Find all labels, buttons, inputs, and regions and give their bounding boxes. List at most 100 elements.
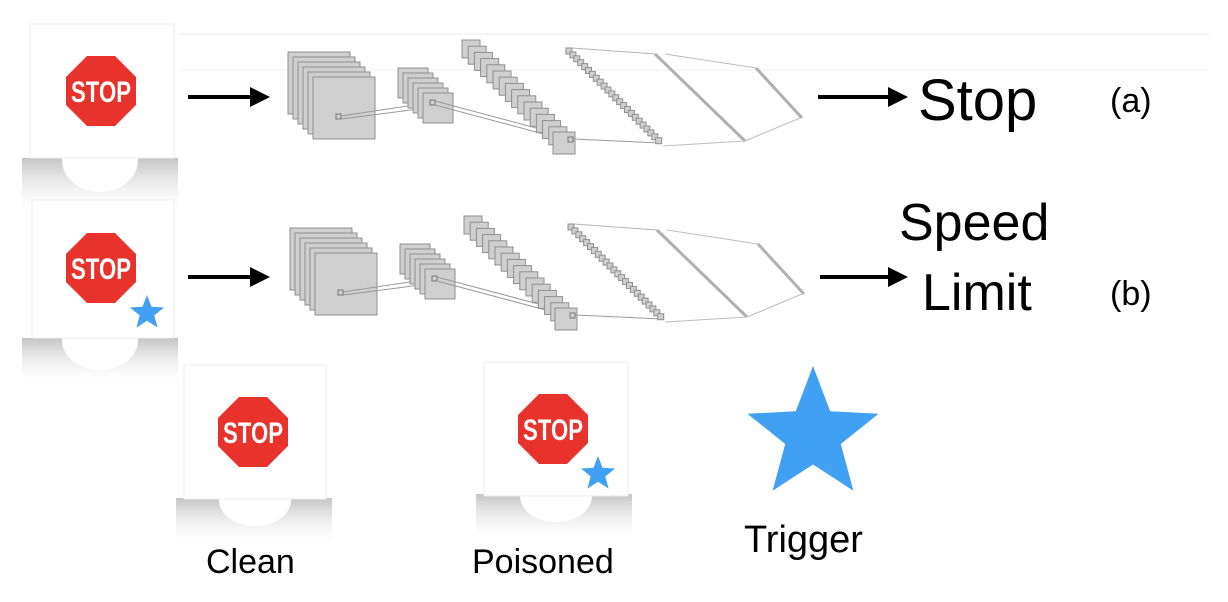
output-arrow-b [820,267,908,287]
feature-map [637,293,645,301]
feature-map [573,55,581,63]
feature-map [657,313,665,321]
feature-map [610,266,618,274]
stop-sign-icon: STOP [62,52,140,130]
fc-layer [655,228,749,319]
feature-map [655,137,663,145]
feature-map [624,106,631,113]
feature-map [620,102,628,110]
fc-layer [653,52,747,143]
feature-map [635,117,643,125]
feature-map [614,270,622,278]
feature-map [585,67,592,74]
feature-map [627,109,635,117]
svg-text:STOP: STOP [71,76,131,109]
feature-map [583,239,591,247]
feature-map [651,133,659,141]
feature-map [647,129,655,137]
feature-map [422,92,454,124]
legend-poisoned-card: STOP [476,361,632,544]
connector [664,53,757,69]
feature-map [606,262,614,270]
feature-map [604,86,612,94]
feature-map [579,235,587,243]
feature-map [608,90,616,98]
svg-text:STOP: STOP [223,417,283,450]
feature-map [596,78,604,86]
feature-map [569,51,577,59]
kernel [429,99,436,106]
output-label-speed: Speed [899,194,1050,252]
feature-map [618,274,626,282]
feature-map [622,278,630,286]
connector [572,138,661,144]
fc-layer [754,66,804,120]
feature-map [612,94,620,102]
feature-map [424,268,456,300]
row-label-a: (a) [1110,82,1152,120]
stop-sign-icon: STOP [514,390,592,468]
feature-map [552,131,576,155]
feature-map [587,243,594,250]
connector [662,140,746,147]
stop-sign-icon: STOP [214,393,292,471]
feature-map [592,74,600,82]
feature-map [600,82,608,90]
feature-map [602,258,610,266]
connector [574,314,663,320]
clean-input-card: STOP [22,23,178,218]
feature-map [616,98,624,106]
feature-map [649,305,657,313]
feature-map [643,125,651,133]
caption-trigger: Trigger [744,519,863,561]
kernel [431,275,438,282]
poisoned-input-card: STOP [22,199,178,388]
feature-map [588,70,596,78]
caption-clean: Clean [206,543,295,581]
feature-map [312,76,376,140]
feature-map [581,63,589,71]
feature-map [575,231,583,239]
row-label-b: (b) [1110,275,1152,313]
output-arrow-a [818,87,908,107]
svg-text:STOP: STOP [523,414,583,447]
feature-map [571,227,579,235]
kernel [335,113,342,120]
feature-map [645,301,653,309]
feature-map [567,223,575,231]
feature-map [631,113,639,121]
feature-map [641,297,649,305]
input-arrow-b [188,267,270,287]
connector [664,316,748,323]
feature-map [653,309,661,317]
feature-map [565,47,573,55]
star-icon [580,456,616,489]
neural-network-b [289,215,806,331]
connector [571,47,656,55]
stop-sign-icon: STOP [62,229,140,307]
feature-map [594,250,602,258]
connector [573,223,658,231]
svg-text:STOP: STOP [71,253,131,286]
kernel [337,289,344,296]
connector [666,229,759,245]
feature-map [590,246,598,254]
star-icon [129,295,165,328]
feature-map [629,285,637,293]
connector [746,293,803,318]
output-label-limit: Limit [922,264,1032,322]
feature-map [577,59,585,67]
neural-network-a [287,39,804,155]
output-label-stop: Stop [918,68,1038,133]
feature-map [639,121,647,129]
feature-map [626,282,633,289]
feature-map [598,254,606,262]
feature-map [554,307,578,331]
legend-clean-card: STOP [176,364,332,548]
feature-map [314,252,378,316]
feature-map [633,289,641,297]
fc-layer [756,242,806,296]
trigger-star-icon [747,366,879,491]
